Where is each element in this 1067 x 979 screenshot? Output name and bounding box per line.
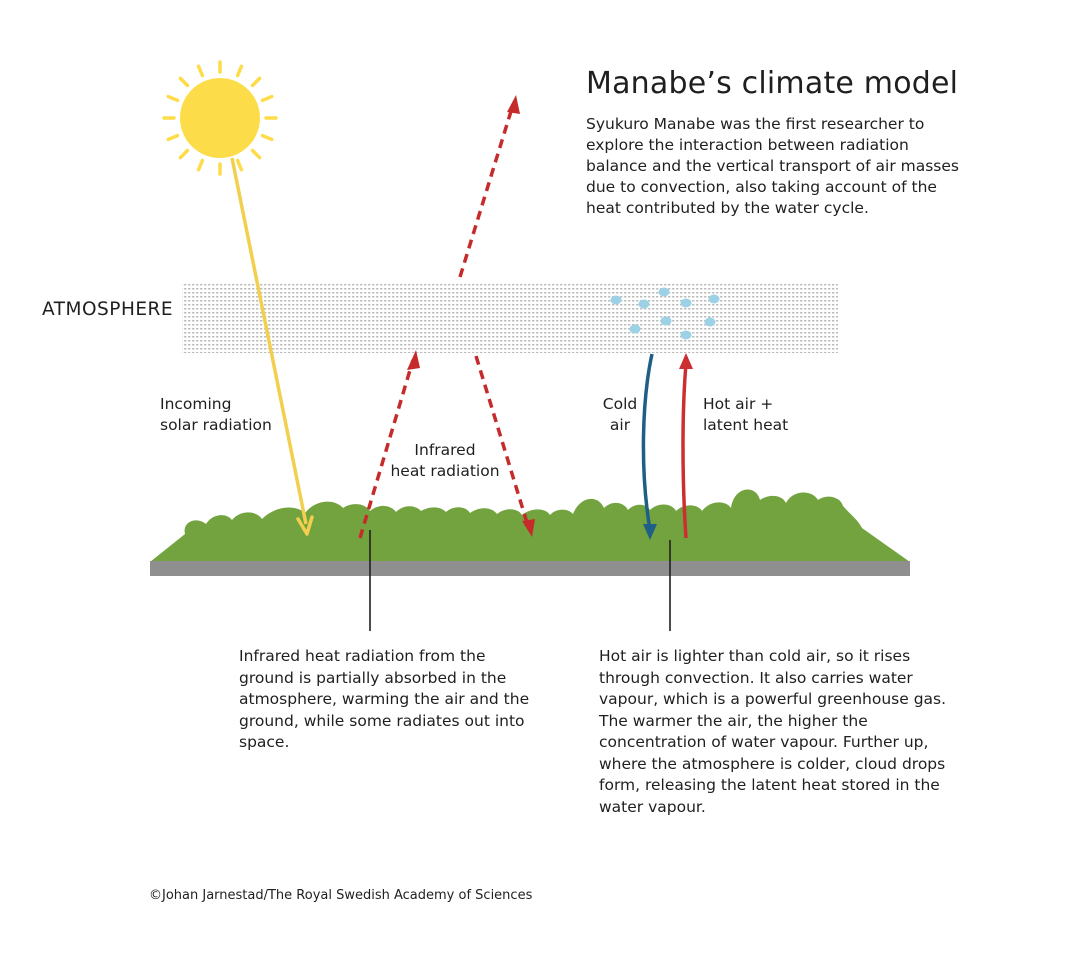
- sun-ray: [250, 148, 262, 160]
- label-line: heat radiation: [390, 462, 500, 480]
- sun-ray: [235, 64, 244, 78]
- label-line: Cold: [602, 395, 638, 413]
- cold-air-arrow: [641, 353, 657, 540]
- cold-air-label: Cold air: [595, 394, 645, 436]
- atmosphere-label: ATMOSPHERE: [42, 299, 174, 320]
- label-line: Incoming: [160, 395, 232, 413]
- cloud-droplets: [610, 287, 720, 340]
- infrared-up-arrow: [358, 350, 420, 539]
- diagram-title: Manabe’s climate model: [586, 66, 959, 101]
- solar-radiation-label: Incoming solar radiation: [160, 394, 272, 436]
- credit-line: ©Johan Jarnestad/The Royal Swedish Acade…: [149, 888, 533, 903]
- infrared-space-arrow: [458, 95, 520, 278]
- sun-ray: [166, 94, 180, 103]
- hot-air-label: Hot air + latent heat: [703, 394, 788, 436]
- convection-note: Hot air is lighter than cold air, so it …: [599, 647, 947, 816]
- incoming-solar-arrow: [230, 157, 314, 536]
- sun-ray: [178, 76, 190, 88]
- sun-ray: [178, 148, 190, 160]
- intro-text: Syukuro Manabe was the first researcher …: [586, 115, 959, 217]
- sun-ray: [260, 94, 274, 103]
- sun-icon: [162, 60, 278, 176]
- sun-ray: [260, 133, 274, 142]
- infrared-radiation-label: Infrared heat radiation: [380, 440, 510, 482]
- sun-ray: [250, 76, 262, 88]
- label-line: Hot air +: [703, 395, 774, 413]
- atmosphere-band: [182, 283, 838, 353]
- label-line: latent heat: [703, 416, 789, 434]
- sun-ray: [196, 64, 205, 78]
- hot-air-arrow: [679, 353, 693, 539]
- infrared-note: Infrared heat radiation from the ground …: [239, 647, 530, 751]
- sun-ray: [235, 158, 244, 172]
- sun-ray: [196, 158, 205, 172]
- infrared-down-arrow: [474, 355, 535, 537]
- label-line: solar radiation: [160, 416, 272, 434]
- label-line: Infrared: [414, 441, 476, 459]
- sun-ray: [166, 133, 180, 142]
- label-line: air: [609, 416, 631, 434]
